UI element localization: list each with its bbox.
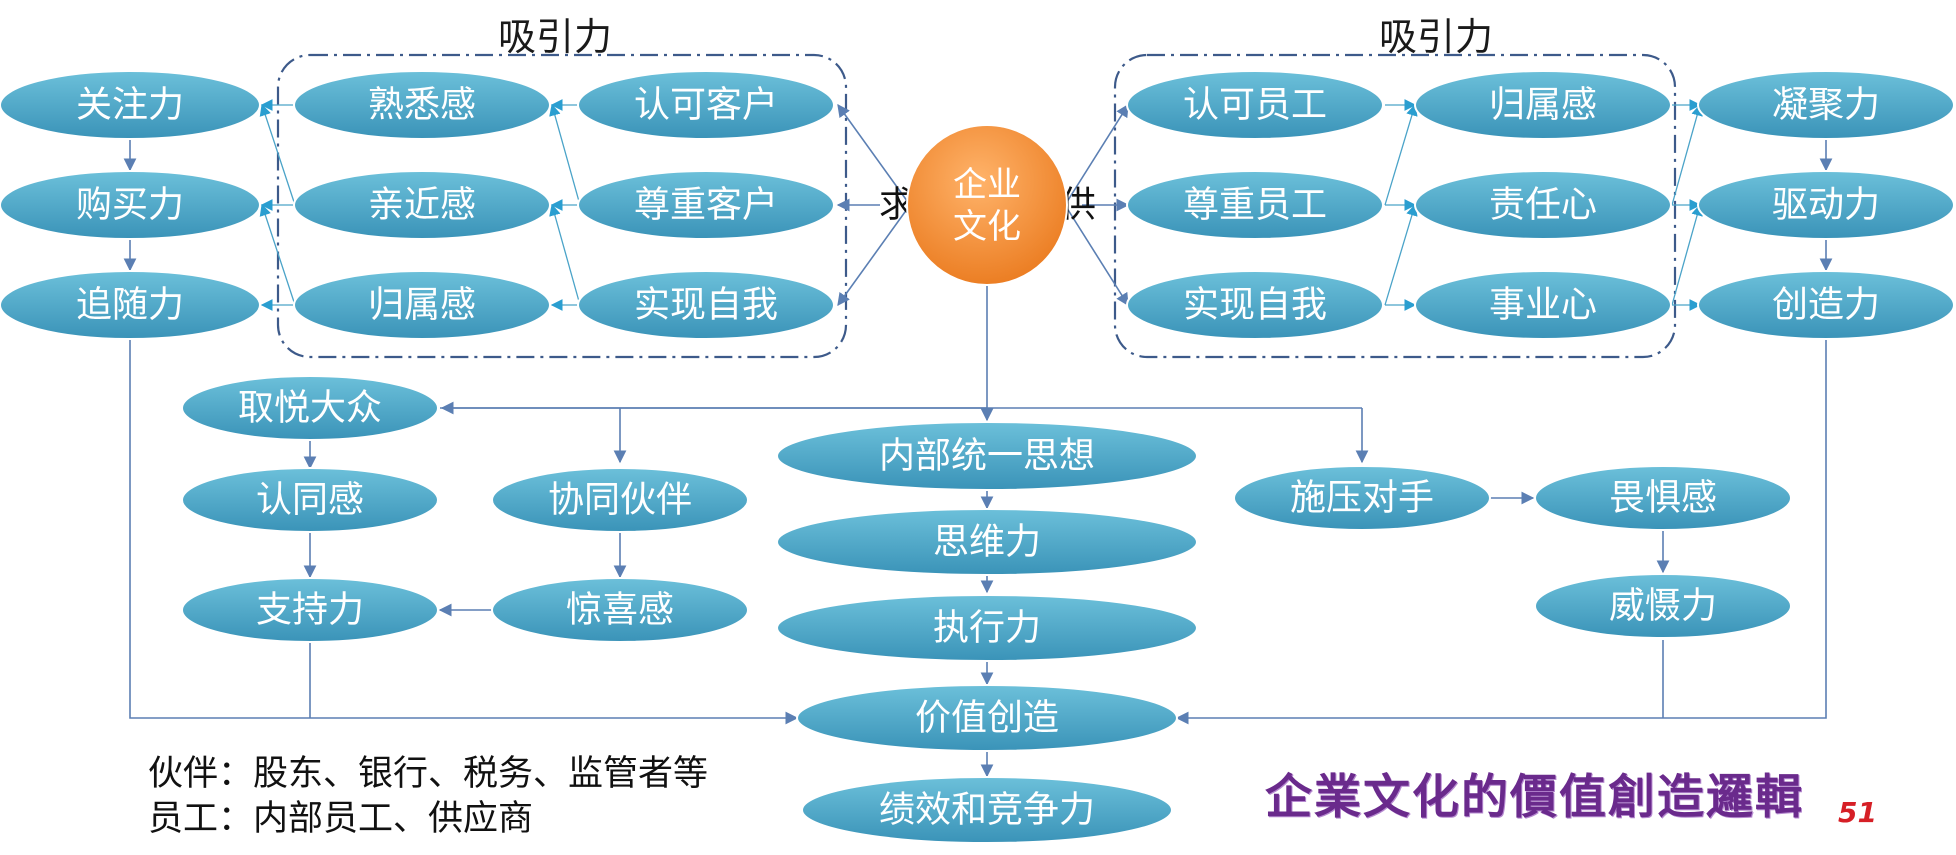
node-recognize-customers	[577, 70, 835, 140]
stamp-title: 企業文化的價值創造邏輯	[1265, 770, 1804, 825]
node-pressure-rivals	[1233, 465, 1491, 531]
node-deterrence	[1534, 573, 1792, 639]
customer-edges	[123, 99, 911, 311]
node-following	[0, 270, 261, 340]
core-label-line2: 文化	[953, 207, 1021, 247]
core-label-line1: 企业	[953, 165, 1021, 205]
node-familiarity	[293, 70, 551, 140]
node-thinking-power	[776, 508, 1198, 576]
node-cohesion	[1697, 70, 1955, 140]
node-attention	[0, 70, 261, 140]
node-employee-belonging-label: 归属感	[1489, 85, 1597, 126]
node-identification	[181, 467, 439, 533]
node-pressure-rivals-label: 施压对手	[1290, 478, 1434, 519]
node-career-ambition-label: 事业心	[1489, 285, 1597, 326]
node-deterrence-label: 威慑力	[1609, 586, 1717, 627]
node-performance-competitiveness	[801, 776, 1173, 844]
node-responsibility-label: 责任心	[1489, 185, 1597, 226]
node-partner-collaboration	[491, 467, 749, 533]
employee-attraction-frame	[1113, 53, 1677, 359]
node-drive-label: 驱动力	[1772, 185, 1880, 226]
group-title-right: 吸引力	[1379, 15, 1493, 59]
node-following-label: 追随力	[76, 285, 184, 326]
node-closeness	[293, 170, 551, 240]
node-please-public-label: 取悦大众	[238, 388, 382, 429]
node-surprise	[491, 577, 749, 643]
node-surprise-label: 惊喜感	[566, 590, 674, 631]
node-recognize-customers-label: 认可客户	[634, 85, 778, 126]
node-employee-self-realization	[1126, 270, 1384, 340]
node-value-creation-label: 价值创造	[915, 698, 1059, 739]
node-fear	[1534, 465, 1792, 531]
lower-edges	[129, 285, 1827, 778]
node-customer-belonging	[293, 270, 551, 340]
node-unified-thinking	[776, 421, 1198, 491]
node-execution-label: 执行力	[933, 608, 1041, 649]
employee-edges	[1064, 99, 1833, 311]
node-please-public	[181, 375, 439, 441]
node-support-label: 支持力	[256, 590, 364, 631]
node-customer-self-realization-label: 实现自我	[634, 285, 778, 326]
node-familiarity-label: 熟悉感	[368, 85, 476, 126]
page-number: 51	[1838, 796, 1877, 829]
node-execution	[776, 594, 1198, 662]
node-responsibility	[1414, 170, 1672, 240]
node-recognize-employees	[1126, 70, 1384, 140]
node-purchasing-power-label: 购买力	[76, 185, 184, 226]
node-identification-label: 认同感	[256, 480, 364, 521]
node-thinking-power-label: 思维力	[933, 522, 1041, 563]
node-creativity-label: 创造力	[1772, 285, 1880, 326]
group-title-left: 吸引力	[498, 15, 612, 59]
note-employees: 员工：内部员工、供应商	[148, 799, 534, 839]
node-purchasing-power	[0, 170, 261, 240]
node-fear-label: 畏惧感	[1609, 478, 1717, 519]
node-value-creation	[796, 684, 1178, 752]
node-creativity	[1697, 270, 1955, 340]
node-customer-belonging-label: 归属感	[368, 285, 476, 326]
node-drive	[1697, 170, 1955, 240]
node-employee-belonging	[1414, 70, 1672, 140]
node-respect-customers	[577, 170, 835, 240]
node-unified-thinking-label: 内部统一思想	[879, 436, 1095, 477]
node-support	[181, 577, 439, 643]
note-partners: 伙伴：股东、银行、税务、监管者等	[148, 754, 709, 794]
node-performance-competitiveness-label: 绩效和竞争力	[879, 790, 1095, 831]
node-respect-employees	[1126, 170, 1384, 240]
node-recognize-employees-label: 认可员工	[1183, 85, 1327, 126]
node-customer-self-realization	[577, 270, 835, 340]
node-employee-self-realization-label: 实现自我	[1183, 285, 1327, 326]
corporate-culture-core	[906, 124, 1068, 286]
node-attention-label: 关注力	[76, 85, 184, 126]
node-respect-employees-label: 尊重员工	[1183, 185, 1327, 226]
node-cohesion-label: 凝聚力	[1772, 85, 1880, 126]
node-partner-collaboration-label: 协同伙伴	[548, 480, 692, 521]
node-closeness-label: 亲近感	[368, 185, 476, 226]
node-career-ambition	[1414, 270, 1672, 340]
node-respect-customers-label: 尊重客户	[634, 185, 778, 226]
